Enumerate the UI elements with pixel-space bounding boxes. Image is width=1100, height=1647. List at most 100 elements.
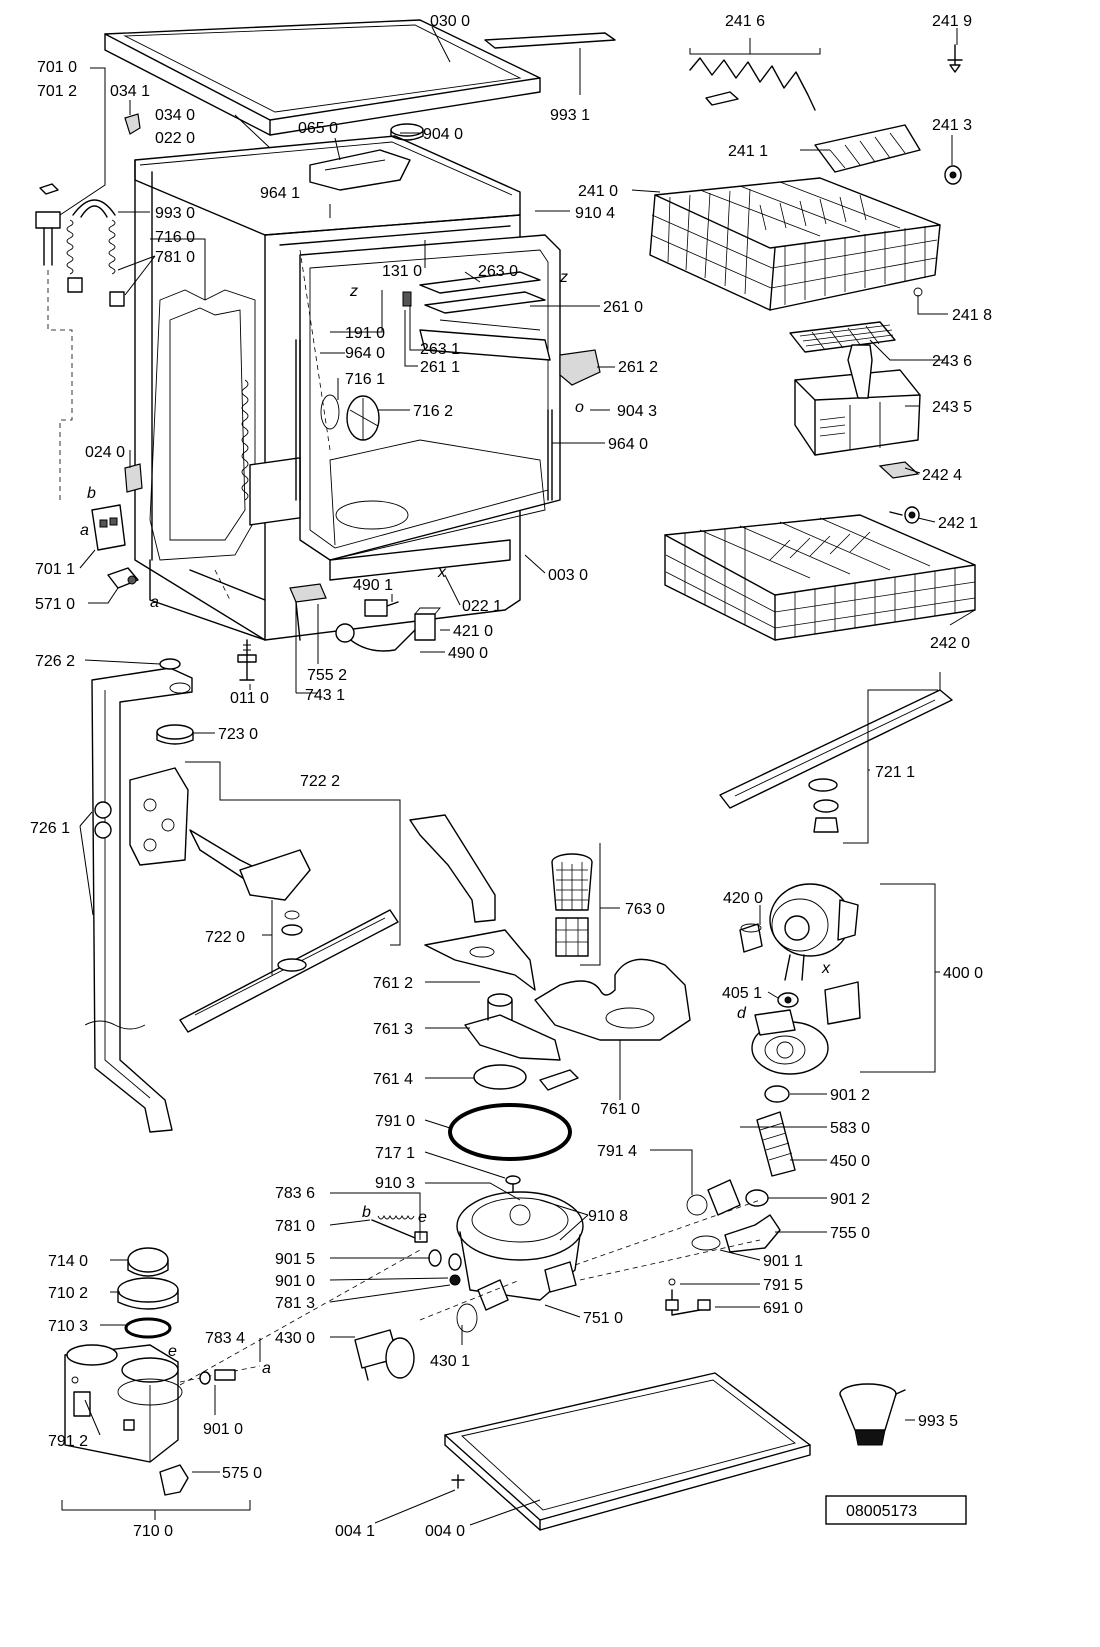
- valve-571-0[interactable]: [107, 567, 139, 589]
- nut-723-0[interactable]: [156, 724, 194, 745]
- label-263-1: 263 1: [420, 341, 460, 358]
- vent-duct-065-0[interactable]: [309, 149, 411, 191]
- ring-710-2[interactable]: [117, 1277, 179, 1310]
- support-242-4[interactable]: [878, 461, 920, 479]
- switch-490-1[interactable]: [364, 599, 399, 617]
- vent-cap-904-0[interactable]: [390, 123, 424, 141]
- strip-993-1[interactable]: [484, 32, 616, 49]
- cup-rack-241-1[interactable]: [814, 124, 921, 173]
- label-717-1: 717 1: [375, 1145, 415, 1162]
- capacitor-421-0[interactable]: [414, 607, 441, 641]
- clip-261-2[interactable]: [559, 349, 601, 386]
- bracket-701-1[interactable]: [91, 504, 126, 551]
- label-034-0: 034 0: [155, 107, 195, 124]
- wheel-242-1[interactable]: [889, 506, 920, 524]
- label-714-0: 714 0: [48, 1253, 88, 1270]
- cutlery-basket-243-5[interactable]: [794, 344, 921, 456]
- clamp-901-1[interactable]: [691, 1235, 721, 1251]
- label-710-0: 710 0: [133, 1523, 173, 1540]
- label-901-5: 901 5: [275, 1251, 315, 1268]
- bearing-405-1[interactable]: [777, 992, 799, 1008]
- drain-pipe[interactable]: [409, 814, 496, 923]
- label-701-2: 701 2: [37, 83, 77, 100]
- label-571-0: 571 0: [35, 596, 75, 613]
- spring-781-3[interactable]: [449, 1274, 461, 1286]
- clamp-901-2-top[interactable]: [764, 1085, 790, 1103]
- capacitor-420-0[interactable]: [739, 923, 763, 953]
- funnel-993-5[interactable]: [839, 1383, 906, 1446]
- seal-710-3[interactable]: [124, 1317, 172, 1339]
- door-spring[interactable]: [241, 379, 249, 501]
- clip-034-1[interactable]: [124, 113, 141, 135]
- sump-761-3[interactable]: [464, 993, 579, 1091]
- cabinet-frame[interactable]: [134, 135, 561, 641]
- lower-spray-arm-722-0[interactable]: [179, 909, 399, 1033]
- hose-450-0[interactable]: [756, 1111, 796, 1177]
- label-993-1: 993 1: [550, 107, 590, 124]
- tine-set-241-6[interactable]: [689, 57, 816, 111]
- manifold-722-2[interactable]: [129, 767, 311, 901]
- elbow-755-0[interactable]: [724, 1214, 781, 1253]
- label-011-0: 011 0: [230, 690, 269, 707]
- leader-lines: [59, 26, 976, 1526]
- label-723-0: 723 0: [218, 726, 258, 743]
- label-241-8: 241 8: [952, 307, 992, 324]
- motor-400-0[interactable]: [769, 883, 859, 981]
- worktop-030-0[interactable]: [104, 19, 541, 136]
- heater-783-4[interactable]: [179, 1365, 261, 1385]
- upper-spray-arm-721-1[interactable]: [719, 689, 953, 833]
- clip-263-1[interactable]: [402, 291, 412, 307]
- relay-x[interactable]: [824, 981, 861, 1025]
- bracket-755-2[interactable]: [289, 583, 327, 641]
- cap-714-0[interactable]: [127, 1247, 169, 1277]
- seal-761-4[interactable]: [473, 1064, 527, 1090]
- label-910-8: 910 8: [588, 1208, 628, 1225]
- wheel-241-3[interactable]: [944, 165, 962, 185]
- plug-717-1[interactable]: [505, 1175, 521, 1193]
- upper-basket-241-0[interactable]: [649, 177, 941, 311]
- seal-791-0[interactable]: [448, 1103, 572, 1161]
- seal-791-4[interactable]: [686, 1194, 708, 1216]
- seal-716-1-716-2[interactable]: [320, 394, 380, 441]
- sensor-691-0[interactable]: [665, 1289, 711, 1316]
- label-261-0: 261 0: [603, 299, 643, 316]
- water-pipe-726-1[interactable]: [84, 667, 193, 1133]
- base-plate-004-0[interactable]: [444, 1372, 811, 1531]
- sump-cover-761-2[interactable]: [424, 929, 536, 991]
- foot-011-0[interactable]: [237, 639, 257, 681]
- drain-pump[interactable]: [751, 1009, 829, 1075]
- marker-o: o: [575, 399, 584, 416]
- seal-791-5[interactable]: [668, 1278, 676, 1286]
- seal-430-1[interactable]: [456, 1303, 478, 1333]
- label-964-0a: 964 0: [345, 345, 385, 362]
- lower-basket-242-0[interactable]: [664, 514, 976, 641]
- inlet-hose-assembly[interactable]: [35, 183, 125, 500]
- pump-430-0[interactable]: [354, 1329, 415, 1381]
- screw-004-1[interactable]: [451, 1474, 465, 1489]
- label-450-0: 450 0: [830, 1153, 870, 1170]
- clip-241-8[interactable]: [913, 287, 923, 297]
- bracket-583-0[interactable]: [707, 1179, 741, 1216]
- clamp-901-5[interactable]: [428, 1249, 442, 1267]
- cable-490-0[interactable]: [335, 623, 416, 652]
- pin-241-9[interactable]: [947, 44, 963, 73]
- cutlery-cover-243-6[interactable]: [789, 321, 896, 353]
- letter-markers: b a a z z x x d e e b a o: [80, 269, 831, 1377]
- marker-e: e: [418, 1209, 427, 1226]
- filter-763-0[interactable]: [551, 853, 593, 957]
- label-575-0: 575 0: [222, 1465, 262, 1482]
- label-716-2: 716 2: [413, 403, 453, 420]
- fitting-024-0[interactable]: [124, 463, 143, 493]
- fine-filter-761-0[interactable]: [534, 958, 691, 1041]
- label-003-0: 003 0: [548, 567, 588, 584]
- rails-261-263[interactable]: [419, 271, 551, 361]
- label-400-0: 400 0: [943, 965, 983, 982]
- water-softener-710-0[interactable]: [64, 1344, 183, 1463]
- clamp-901-0[interactable]: [448, 1253, 462, 1271]
- valve-575-0[interactable]: [159, 1464, 189, 1496]
- heater-781-0[interactable]: [371, 1214, 428, 1243]
- seal-964-0[interactable]: [295, 339, 553, 501]
- seal-726-2[interactable]: [159, 658, 181, 670]
- sump-housing-751-0[interactable]: [456, 1191, 584, 1311]
- label-901-0b: 901 0: [203, 1421, 243, 1438]
